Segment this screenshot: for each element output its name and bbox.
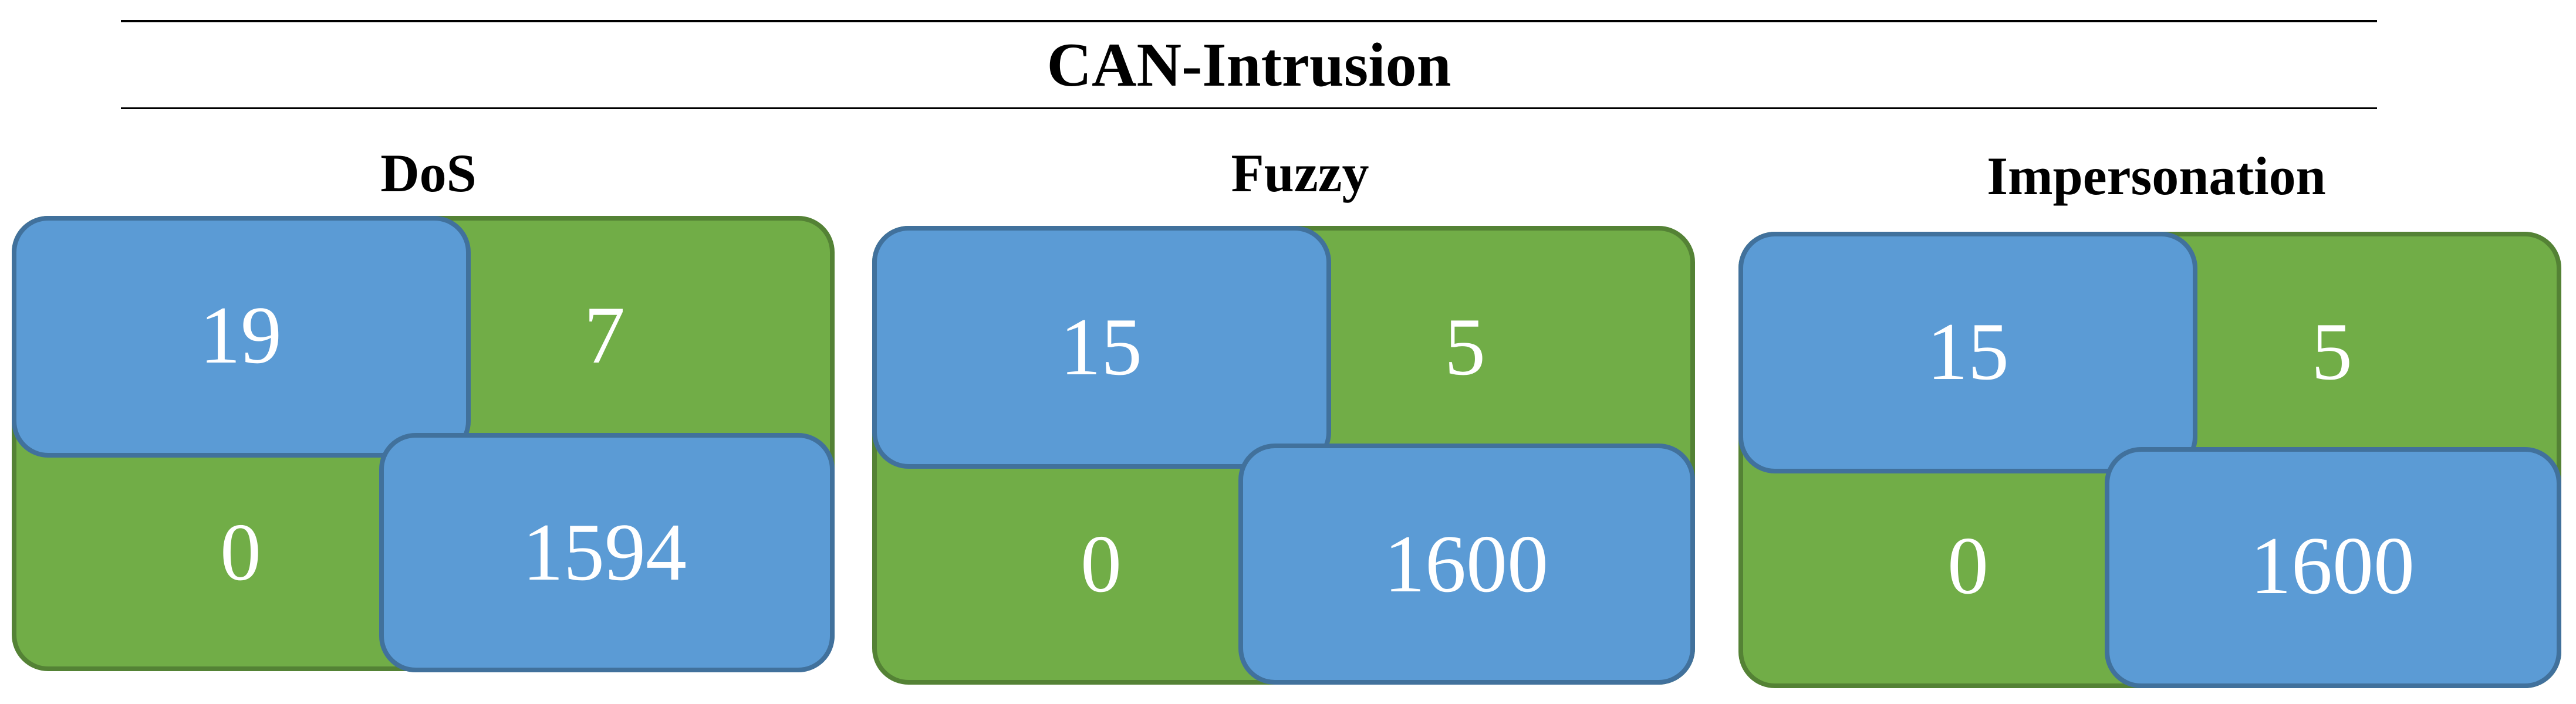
- matrix-fuzzy-value-bottom-left: 0: [1081, 519, 1122, 610]
- matrix-dos-value-bottom-left: 0: [220, 507, 261, 598]
- title-rule-bottom: [121, 107, 2377, 109]
- matrix-impersonation-value-bottom-right: 1600: [2250, 520, 2415, 611]
- matrix-impersonation-value-top-left: 15: [1927, 306, 2009, 397]
- matrix-dos-value-top-left: 19: [200, 290, 282, 381]
- matrix-fuzzy-cell-bottom-right: [1238, 444, 1695, 685]
- title-rule-top: [121, 20, 2377, 22]
- matrix-impersonation-value-top-right: 5: [2311, 306, 2352, 397]
- matrix-impersonation-value-bottom-left: 0: [1947, 520, 1988, 611]
- matrix-fuzzy-cell-top-left: [872, 226, 1331, 469]
- matrix-title-impersonation: Impersonation: [1987, 146, 2326, 206]
- matrix-impersonation-cell-top-left: [1738, 232, 2197, 473]
- matrix-fuzzy-value-bottom-right: 1600: [1384, 519, 1548, 610]
- figure-title: CAN-Intrusion: [1046, 31, 1451, 99]
- matrix-title-dos: DoS: [380, 143, 477, 203]
- matrix-fuzzy-value-top-right: 5: [1444, 302, 1485, 392]
- matrix-fuzzy-value-top-left: 15: [1060, 302, 1142, 392]
- matrix-impersonation-cell-bottom-right: [2105, 447, 2561, 688]
- matrix-dos-value-top-right: 7: [584, 290, 625, 381]
- matrix-title-fuzzy: Fuzzy: [1231, 143, 1369, 203]
- matrix-dos-value-bottom-right: 1594: [522, 507, 687, 598]
- matrix-dos-cell-top-left: [12, 216, 471, 458]
- matrix-dos-cell-bottom-right: [379, 433, 835, 672]
